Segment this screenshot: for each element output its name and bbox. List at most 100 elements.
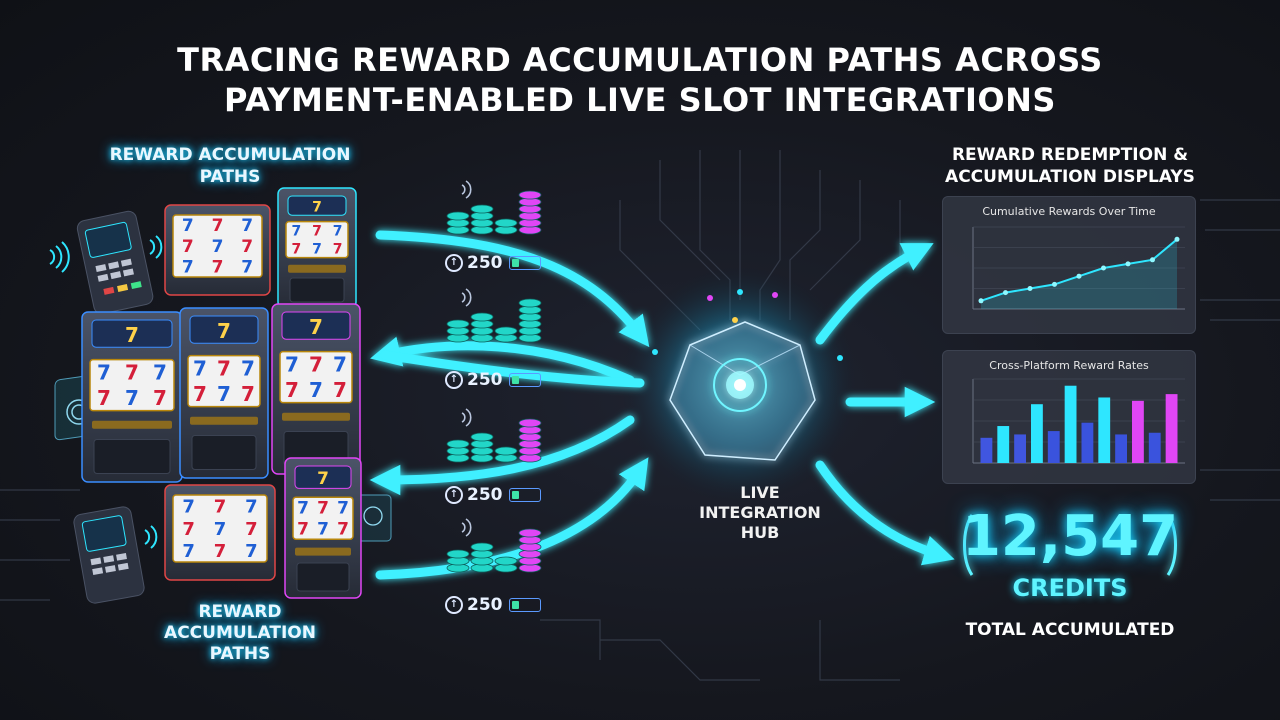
reel-symbol-text: 7 (212, 216, 224, 236)
data-point (1052, 281, 1057, 287)
reel-symbol-text: 7 (153, 360, 167, 384)
stack-badge-3: ↑ 250 (445, 484, 555, 506)
arrow-up-icon: ↑ (445, 486, 463, 504)
battery-icon (508, 598, 541, 612)
battery-icon (508, 488, 541, 502)
arrow-up-icon: ↑ (445, 596, 463, 614)
reel-symbol-text: 7 (212, 237, 224, 257)
reel-symbol-text: 7 (245, 541, 258, 562)
reel-symbol-text: 7 (241, 257, 253, 277)
contactless-icon (461, 288, 472, 307)
reel-symbol-text: 7 (241, 216, 253, 236)
reel-symbol-text: 7 (333, 378, 347, 402)
stack-badge-2: ↑ 250 (445, 369, 555, 391)
reel-symbol-text: 7 (297, 520, 309, 540)
arrow-to-line-chart (815, 243, 934, 345)
reel-symbol-text: 7 (285, 378, 299, 402)
bar-chart-title: Cross-Platform Reward Rates (989, 359, 1149, 372)
line-area (981, 239, 1177, 309)
data-point (978, 298, 984, 304)
data-point (1101, 265, 1106, 271)
coin-stack-group (446, 288, 542, 343)
arrow-low-out (369, 415, 635, 496)
slot-machines: 7777777777777777777777777777777777777777… (81, 187, 362, 599)
arrow-to-credits (815, 460, 955, 566)
arrow-mid-out (370, 336, 635, 385)
reel-symbol-text: 7 (291, 242, 301, 258)
reel-symbol-text: 7 (214, 541, 227, 562)
stack-value: 250 (467, 370, 503, 390)
stack-badge-1: ↑ 250 (445, 252, 555, 274)
reel-symbol-text: 7 (125, 386, 139, 410)
bar-chart-svg (972, 378, 1185, 464)
credits-brackets (963, 514, 1177, 576)
page-title-line-1: TRACING REWARD ACCUMULATION PATHS ACROSS (177, 41, 1103, 79)
data-point (1027, 286, 1033, 291)
reel-symbol-text: 7 (312, 224, 322, 240)
stack-value: 250 (467, 595, 503, 615)
data-point (1076, 273, 1082, 279)
battery-icon (508, 256, 541, 270)
reel-symbol-text: 7 (291, 224, 301, 240)
label-redemption-displays: REWARD REDEMPTION & ACCUMULATION DISPLAY… (920, 144, 1220, 188)
reel-symbol-text: 7 (153, 386, 167, 410)
reel-symbol-text: 7 (97, 360, 111, 384)
bar (1148, 432, 1161, 463)
stack-badge-4: ↑ 250 (445, 594, 555, 616)
reel-symbol-text: 7 (217, 356, 231, 380)
arrow-top-in (375, 230, 650, 348)
reel-symbol-text: 7 (182, 541, 195, 562)
reel-symbol-text: 7 (182, 216, 194, 236)
fingerprint-scanner-right (354, 494, 392, 542)
reel-symbol-text: 7 (312, 200, 322, 216)
reel-symbol-text: 7 (214, 519, 227, 540)
reel-symbol-text: 7 (217, 319, 231, 343)
reel-symbol-text: 7 (241, 237, 253, 257)
data-point (1003, 290, 1008, 296)
reel-symbol-text: 7 (245, 519, 258, 540)
reel-symbol-text: 7 (309, 352, 323, 376)
contactless-icon (461, 180, 472, 199)
circuit-nodes (652, 289, 843, 361)
reel-symbol-text: 7 (317, 499, 329, 519)
payment-terminal-bottom (73, 506, 158, 604)
bar-chart-panel: Cross-Platform Reward Rates (942, 350, 1196, 484)
reel-symbol-text: 7 (125, 323, 139, 347)
label-reward-accumulation-top: REWARD ACCUMULATION PATHS (80, 144, 380, 188)
reel-symbol-text: 7 (241, 356, 255, 380)
label-integration-hub: LIVE INTEGRATION HUB (690, 483, 830, 543)
label-line: ACCUMULATION DISPLAYS (945, 167, 1195, 187)
reel-symbol-text: 7 (317, 520, 329, 540)
integration-hub-crystal (669, 321, 816, 461)
data-point (1125, 261, 1131, 267)
stack-value: 250 (467, 485, 503, 505)
battery-icon (508, 373, 541, 387)
reel-symbol-text: 7 (317, 469, 329, 489)
payment-terminal-top (49, 210, 163, 315)
reel-symbol-text: 7 (217, 382, 231, 406)
contactless-icon (461, 408, 472, 427)
label-line: PATHS (199, 167, 261, 187)
reel-symbol-text: 7 (214, 496, 227, 517)
label-line: LIVE (740, 483, 780, 502)
bar (1031, 404, 1043, 463)
bar (1098, 397, 1111, 463)
label-line: ACCUMULATION (164, 623, 316, 643)
page-title: TRACING REWARD ACCUMULATION PATHS ACROSS… (0, 40, 1280, 120)
reel-symbol-text: 7 (241, 382, 255, 406)
bar (1047, 431, 1060, 463)
reel-symbol-text: 7 (337, 499, 349, 519)
right-flow-arrows (815, 243, 955, 566)
data-point (1150, 257, 1155, 263)
credits-caption: TOTAL ACCUMULATED (965, 620, 1175, 640)
reel-symbol-text: 7 (309, 378, 323, 402)
arrow-up-icon: ↑ (445, 371, 463, 389)
stack-value: 250 (467, 253, 503, 273)
label-line: HUB (740, 523, 780, 542)
reel-symbol-text: 7 (333, 224, 343, 240)
